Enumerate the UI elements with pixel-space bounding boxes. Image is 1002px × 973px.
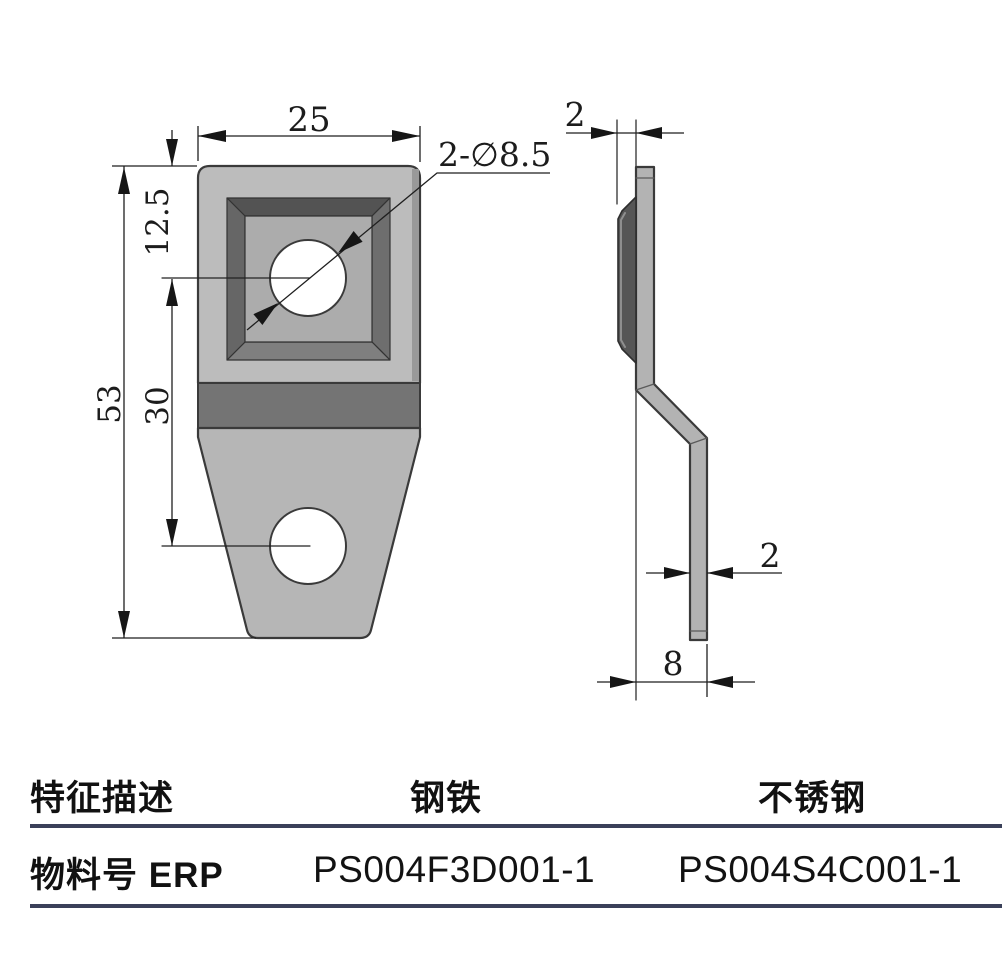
dim-bend-offset-label: 8 bbox=[663, 644, 684, 683]
table-steel-part-number: PS004F3D001-1 bbox=[313, 849, 596, 890]
dim-width-label: 25 bbox=[287, 100, 330, 140]
boss-face-left bbox=[226, 197, 246, 361]
table-divider-bottom bbox=[30, 904, 1002, 908]
technical-drawing: 25 2-∅8.5 12.5 30 53 2 2 bbox=[92, 95, 782, 701]
front-right-edge-shading bbox=[412, 169, 419, 381]
dim-thickness-label: 2 bbox=[760, 536, 781, 575]
dim-height-label: 53 bbox=[92, 384, 128, 423]
table-header-steel: 钢铁 bbox=[410, 779, 483, 818]
front-bend-band bbox=[197, 382, 421, 429]
dim-boss-height-label: 2 bbox=[565, 95, 586, 134]
boss-face-right bbox=[371, 197, 391, 361]
dim-hole-offset-label: 12.5 bbox=[140, 187, 176, 256]
table-stainless-part-number: PS004S4C001-1 bbox=[678, 849, 963, 890]
side-view bbox=[616, 119, 709, 701]
front-dimension-arrows bbox=[118, 130, 420, 638]
dim-hole-note-label: 2-∅8.5 bbox=[438, 135, 551, 174]
side-plate-creases bbox=[635, 177, 708, 632]
side-dimension-arrows bbox=[591, 127, 733, 688]
front-view bbox=[161, 164, 422, 640]
boss-face-bottom bbox=[226, 341, 391, 361]
side-plate bbox=[634, 165, 709, 642]
side-boss-highlight bbox=[620, 212, 626, 348]
table-divider-top bbox=[30, 824, 1002, 828]
side-boss-profile bbox=[617, 196, 637, 364]
table-header-stainless: 不锈钢 bbox=[758, 779, 867, 818]
boss-face-top bbox=[226, 197, 391, 217]
table-header-feature: 特征描述 bbox=[30, 779, 175, 818]
dim-hole-spacing-label: 30 bbox=[140, 386, 176, 425]
table-row-label: 物料号 ERP bbox=[30, 856, 224, 895]
front-center-lines bbox=[161, 277, 311, 547]
front-dimensions bbox=[112, 126, 550, 639]
